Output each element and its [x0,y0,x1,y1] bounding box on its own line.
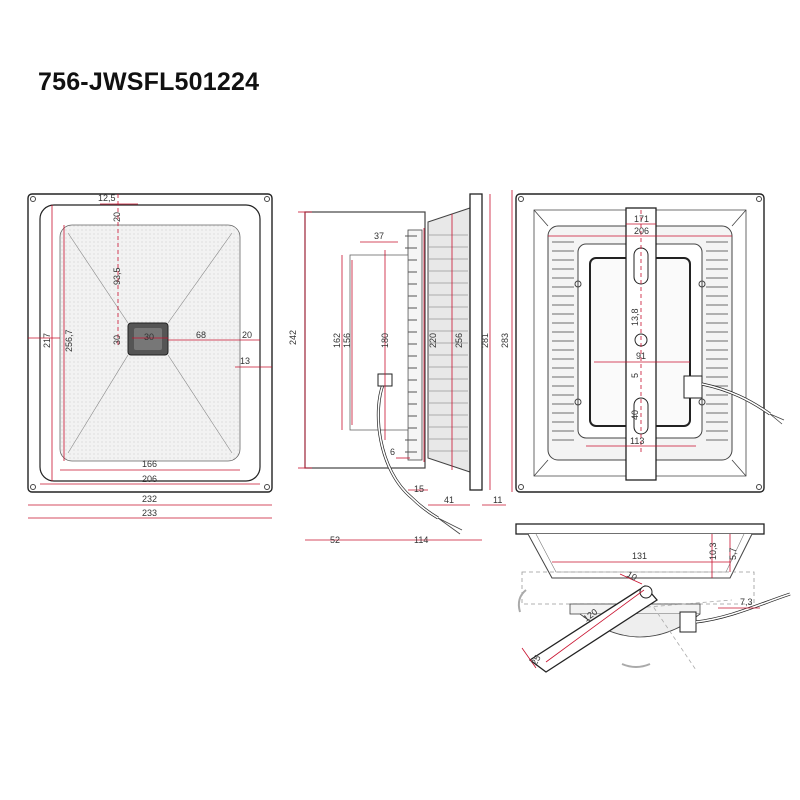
dim-5-7: 5,7 [728,547,738,560]
heatsink-base [407,229,423,461]
dim-206-back: 206 [634,226,649,236]
dim-15: 15 [414,484,424,494]
dim-10: 10 [625,569,639,583]
dim-11: 11 [493,495,502,505]
bottom-cable-gland [679,611,697,633]
dim-41: 41 [444,495,454,505]
bottom-view: 131 10,3 5,7 10 120 7,3 25 [515,523,791,673]
dim-281: 281 [480,333,490,348]
screw-icon [264,484,270,490]
bottom-glass-edge [515,523,765,535]
back-cable-gland [683,375,703,399]
dim-171: 171 [634,214,649,224]
dim-162: 162 [332,333,342,348]
dim-13: 13 [240,356,250,366]
dim-37: 37 [374,231,384,241]
dim-256-7: 256,7 [64,329,74,352]
heatsink-fins [405,235,417,453]
dim-91: 91 [636,351,646,361]
dim-93-5: 93,5 [112,267,122,285]
side-view: 242 37 162 156 180 220 256 281 283 6 15 … [288,190,513,545]
rotate-arrow-icon [517,589,527,613]
front-view: 12,5 20 93,5 30 30 68 20 13 217 256,7 16… [27,193,273,519]
dim-12-5: 12,5 [98,193,116,203]
dim-113: 113 [630,436,644,446]
rotate-arrow-icon [621,663,651,668]
dim-7-3: 7,3 [740,597,753,607]
back-fins-left [552,241,574,441]
dim-40: 40 [630,410,640,420]
dim-206: 206 [142,474,157,484]
dim-52: 52 [330,535,340,545]
dim-220: 220 [428,333,438,348]
dim-256: 256 [454,333,464,348]
dim-30-width: 30 [144,332,154,342]
dim-13-8: 13,8 [630,308,640,326]
dim-283: 283 [500,333,510,348]
dim-6: 6 [390,447,395,457]
dim-166: 166 [142,459,157,469]
back-view: 171 206 13,8 91 5 40 113 [515,193,785,493]
dim-232: 232 [142,494,157,504]
dim-217: 217 [42,333,52,348]
dim-131: 131 [632,551,647,561]
screw-icon [518,196,524,202]
screw-icon [518,484,524,490]
dim-20-top: 20 [112,212,122,222]
dim-114: 114 [414,535,428,545]
dim-25: 25 [529,653,543,667]
body-fins [428,234,468,452]
screw-icon [30,196,36,202]
dim-180: 180 [380,333,390,348]
dim-5: 5 [630,373,640,378]
dim-156: 156 [342,333,352,348]
dim-20-right: 20 [242,330,252,340]
dim-233: 233 [142,508,157,518]
front-frame-inner [39,204,261,482]
dim-242: 242 [288,330,298,345]
dim-68: 68 [196,330,206,340]
screw-icon [30,484,36,490]
screw-icon [756,196,762,202]
drawing-title: 756-JWSFL501224 [38,68,260,96]
dim-10-3: 10,3 [708,542,718,560]
screw-icon [264,196,270,202]
front-glass-edge [469,193,483,491]
dim-30-height: 30 [112,335,122,345]
back-fins-right [706,241,728,441]
screw-icon [756,484,762,490]
